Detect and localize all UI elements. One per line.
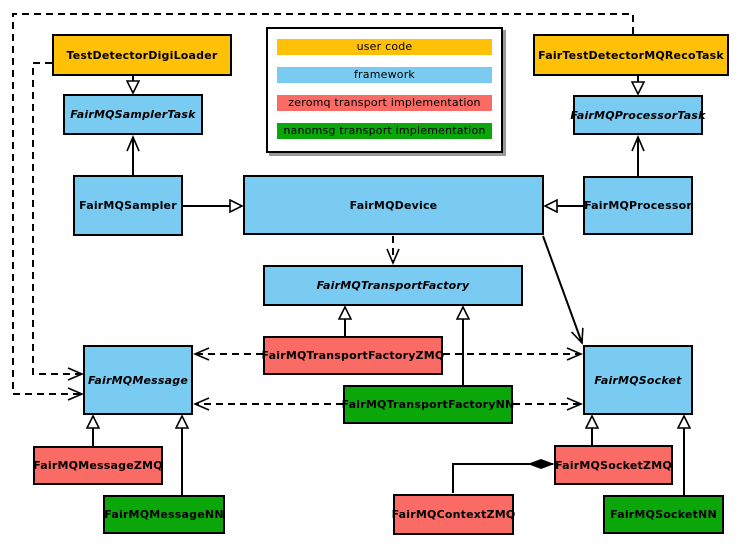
node-fairmqsampler: FairMQSampler <box>73 175 183 236</box>
node-fairtestdetectormqrecotask: FairTestDetectorMQRecoTask <box>533 34 729 76</box>
node-fairmqmessagezmq: FairMQMessageZMQ <box>33 446 163 485</box>
edge-device-socket-association <box>542 235 582 343</box>
node-fairmqcontextzmq: FairMQContextZMQ <box>392 494 515 535</box>
node-fairmqprocessor: FairMQProcessor <box>583 176 693 235</box>
legend-item-nanomsg: nanomsg transport implementation <box>277 123 492 139</box>
node-fairmqmessagenn: FairMQMessageNN <box>103 495 225 534</box>
legend-item-user-code: user code <box>277 39 492 55</box>
node-fairmqsocket: FairMQSocket <box>583 345 693 415</box>
edge-recotask-message-dependency <box>12 13 634 394</box>
node-testdetectordigiloader: TestDetectorDigiLoader <box>52 34 232 76</box>
node-fairmqtransportfactory: FairMQTransportFactory <box>263 265 523 306</box>
legend: user code framework zeromq transport imp… <box>266 27 503 153</box>
edge-digiloader-message-dependency <box>32 62 82 374</box>
node-fairmqtransportfactorynn: FairMQTransportFactoryNN <box>342 385 514 424</box>
node-fairmqprocessortask: FairMQProcessorTask <box>570 95 705 135</box>
legend-item-zeromq: zeromq transport implementation <box>277 95 492 111</box>
node-fairmqsocketzmq: FairMQSocketZMQ <box>554 445 673 485</box>
legend-item-framework: framework <box>277 67 492 83</box>
node-fairmqmessage: FairMQMessage <box>83 345 193 415</box>
node-fairmqsamplertask: FairMQSamplerTask <box>63 94 203 135</box>
node-fairmqtransportfactoryzmq: FairMQTransportFactoryZMQ <box>262 336 444 375</box>
node-fairmqsocketnn: FairMQSocketNN <box>603 495 724 534</box>
edge-contextzmq-socketzmq-composition <box>452 464 553 493</box>
node-fairmqdevice: FairMQDevice <box>243 175 544 235</box>
